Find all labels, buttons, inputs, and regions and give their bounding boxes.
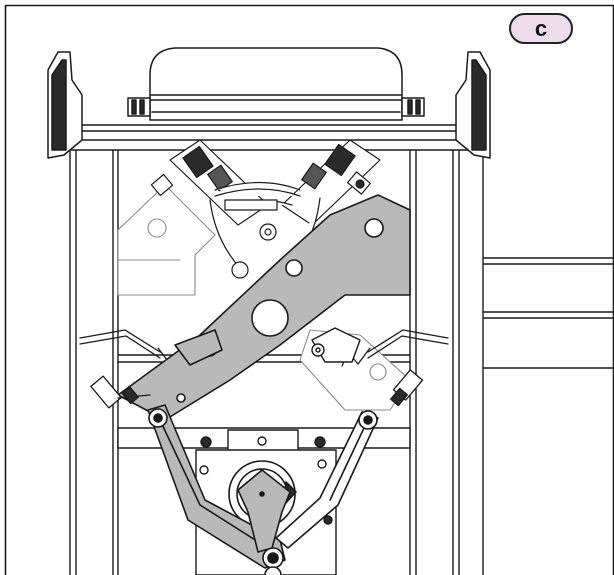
right-pivot-plate	[311, 327, 361, 363]
drive-crank	[237, 469, 291, 553]
dome-cover	[127, 47, 425, 121]
right-link-bar	[275, 410, 379, 549]
spring-wires	[79, 329, 449, 367]
left-adjust-screw	[90, 375, 151, 409]
left-end-bracket	[47, 51, 83, 159]
main-arm	[117, 194, 411, 421]
arm-pivot-upper	[364, 218, 384, 238]
top-crossbar	[59, 124, 489, 151]
side-rails	[483, 257, 614, 369]
right-adjust-screw	[390, 369, 424, 407]
arm-center-hole	[251, 299, 289, 337]
left-link-bar	[147, 404, 286, 575]
right-end-bracket	[455, 51, 491, 159]
connector-cluster	[150, 139, 381, 279]
back-plate-left	[117, 184, 216, 296]
panel-label-badge: c	[509, 13, 573, 44]
